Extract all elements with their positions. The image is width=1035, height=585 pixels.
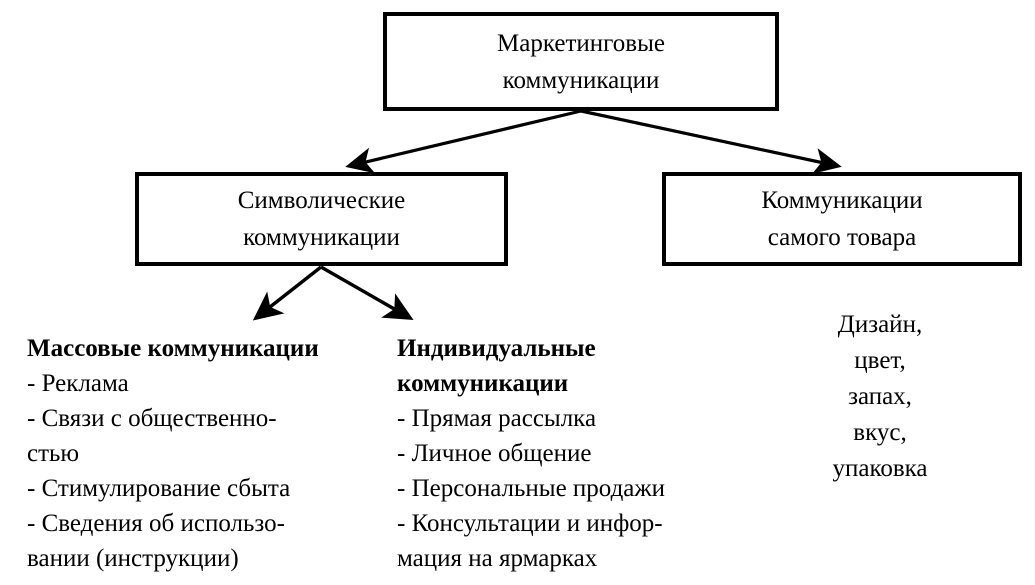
list-item: запах, xyxy=(848,383,912,410)
list-mass-communications: Массовые коммуникации - Реклама - Связи … xyxy=(27,331,387,576)
list-mass-heading: Массовые коммуникации xyxy=(27,335,319,362)
node-product-communications[interactable]: Коммуникации самого товара xyxy=(662,172,1022,266)
arrow-symbolic-to-individual xyxy=(320,265,414,321)
list-item: мация на ярмарках xyxy=(397,545,598,572)
list-item: - Стимулирование сбыта xyxy=(27,475,291,502)
list-item: стью xyxy=(27,440,80,467)
arrow-symbolic-to-mass xyxy=(252,265,323,321)
node-symbolic-communications[interactable]: Символические коммуникации xyxy=(135,172,508,266)
node-marketing-communications[interactable]: Маркетинговые коммуникации xyxy=(383,12,779,111)
list-individual-heading-line2: коммуникации xyxy=(397,370,569,397)
list-item: - Прямая рассылка xyxy=(397,405,597,432)
list-item: - Связи с общественно- xyxy=(27,405,277,432)
list-individual-heading-line1: Индивидуальные xyxy=(397,335,596,362)
node-product-line1: Коммуникации xyxy=(761,187,923,214)
node-root-line1: Маркетинговые xyxy=(497,29,665,57)
arrow-root-to-symbolic xyxy=(345,109,582,174)
node-symbolic-line2: коммуникации xyxy=(243,224,400,251)
list-item: - Реклама xyxy=(27,370,129,397)
list-item: Дизайн, xyxy=(837,311,923,338)
list-item: вкус, xyxy=(853,419,907,446)
list-item: - Консультации и инфор- xyxy=(397,510,663,537)
list-item: упаковка xyxy=(832,455,928,482)
node-root-line2: коммуникации xyxy=(502,66,660,94)
list-item: - Личное общение xyxy=(397,440,592,467)
list-item: - Персональные продажи xyxy=(397,475,666,502)
arrow-root-to-product xyxy=(580,109,842,174)
node-product-line2: самого товара xyxy=(767,224,917,251)
list-item: цвет, xyxy=(854,347,906,374)
node-symbolic-line1: Символические xyxy=(237,187,406,214)
list-product-attributes: Дизайн, цвет, запах, вкус, упаковка xyxy=(790,307,970,487)
list-item: вании (инструкции) xyxy=(27,545,239,572)
list-individual-communications: Индивидуальные коммуникации - Прямая рас… xyxy=(397,331,742,576)
list-item: - Сведения об использо- xyxy=(27,510,285,537)
